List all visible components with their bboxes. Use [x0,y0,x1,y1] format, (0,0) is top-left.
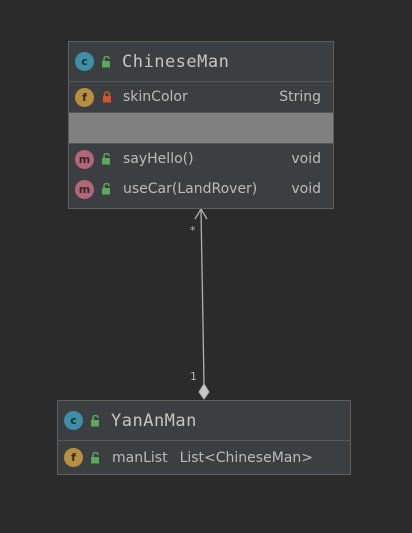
class-header: c ChineseMan [69,42,333,82]
method-row[interactable]: m useCar(LandRover) void [69,174,333,204]
method-icon: m [75,149,94,169]
method-return-type: void [291,151,321,167]
field-name: skinColor [123,89,188,105]
unlocked-icon [90,414,102,427]
class-header: c YanAnMan [58,401,350,441]
field-row[interactable]: f manList List<ChineseMan> [58,441,350,474]
class-name: ChineseMan [122,51,230,72]
field-type: String [279,89,321,105]
unlocked-icon [101,183,113,195]
class-chinese-man[interactable]: c ChineseMan f skinColor String m sayHel… [68,41,334,209]
method-name: useCar(LandRover) [123,181,258,197]
method-icon: m [75,179,94,199]
method-name: sayHello() [123,151,194,167]
section-separator [69,112,333,144]
field-row[interactable]: f skinColor String [69,82,333,112]
target-multiplicity: 1 [190,370,197,383]
class-name: YanAnMan [111,410,197,431]
unlocked-icon [101,153,113,165]
locked-icon [101,91,113,103]
field-icon: f [64,448,83,467]
field-type: List<ChineseMan> [179,449,313,466]
field-icon: f [75,87,94,107]
class-kind-icon: c [75,52,94,71]
class-kind-icon: c [64,411,83,430]
class-yan-an-man[interactable]: c YanAnMan f manList List<ChineseMan> [57,400,351,475]
method-row[interactable]: m sayHello() void [69,144,333,174]
source-multiplicity: * [190,224,196,237]
field-name: manList [112,449,168,466]
method-return-type: void [291,181,321,197]
unlocked-icon [101,55,113,68]
unlocked-icon [90,451,102,464]
